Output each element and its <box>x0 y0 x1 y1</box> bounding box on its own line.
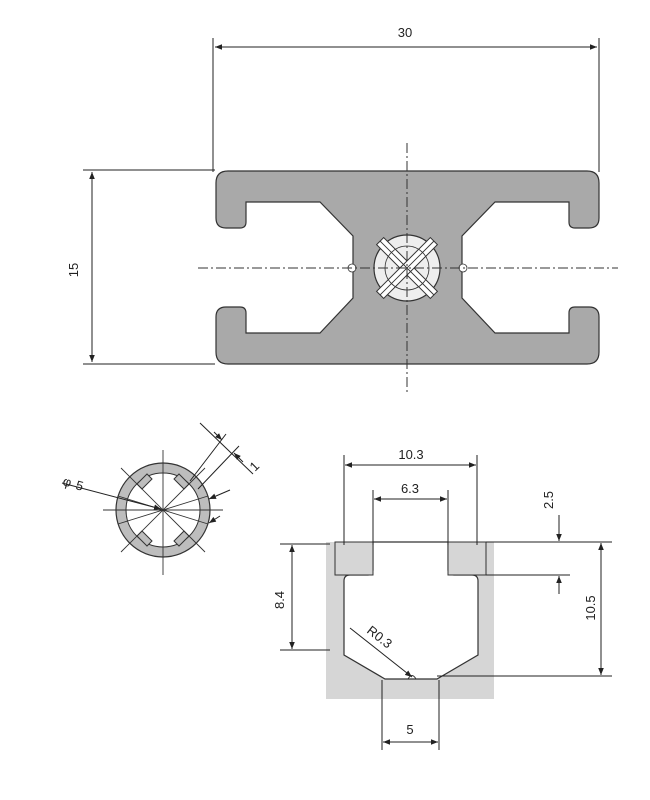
total-depth-label: 10.5 <box>583 595 598 620</box>
wall-label: 1 <box>247 458 263 474</box>
radius-leader <box>349 627 413 678</box>
slot-lip-right <box>447 541 487 576</box>
width-label: 30 <box>398 25 412 40</box>
core-detail-view: φ 5 1 <box>61 422 263 575</box>
opening-width-label: 10.3 <box>398 447 423 462</box>
inner-width-label: 6.3 <box>401 481 419 496</box>
slot-detail-view: 10.3 6.3 2.5 10.5 8.4 R0.3 5 <box>272 447 612 750</box>
wall-pointer-b <box>208 515 221 524</box>
slot-lip-left <box>334 541 374 576</box>
lip-thickness-label: 2.5 <box>541 491 556 509</box>
wall-arrow-a <box>213 431 223 441</box>
wall-arrow-b <box>233 452 244 463</box>
wall-extension-a <box>189 433 227 482</box>
core-diagonal-b <box>379 240 435 296</box>
diameter-symbol: φ <box>61 473 73 490</box>
wall-dimension-line <box>199 422 254 475</box>
core-detail-cross <box>136 473 190 547</box>
depth-label: 8.4 <box>272 591 287 609</box>
core-detail-radials <box>103 450 223 575</box>
height-label: 15 <box>66 263 81 277</box>
wall-pointer-a <box>208 489 231 500</box>
diameter-value: 5 <box>74 477 85 493</box>
bottom-width-label: 5 <box>406 722 413 737</box>
main-profile-view: 30 15 <box>66 25 618 392</box>
slot-bottom-notch <box>407 675 417 680</box>
diameter-leader <box>61 482 162 510</box>
wall-extension-b <box>197 445 240 490</box>
